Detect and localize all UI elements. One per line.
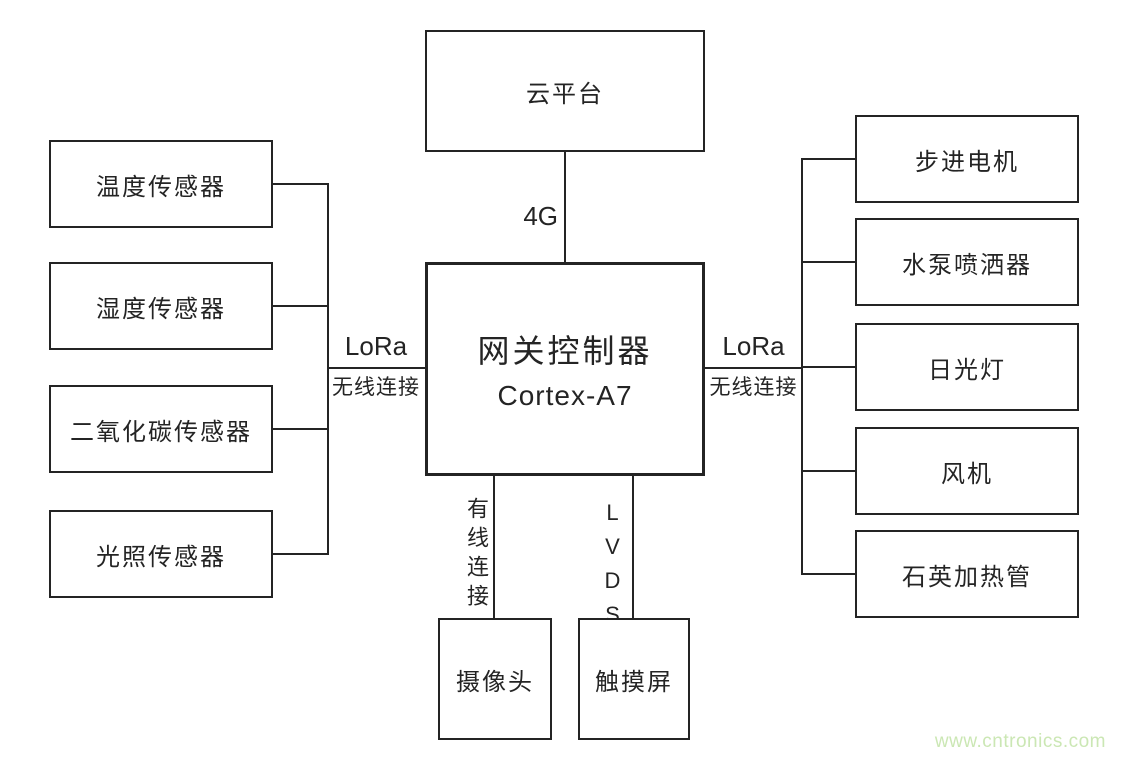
edge-gateway-touchscreen: [632, 476, 634, 618]
node-water-pump-sprayer: 水泵喷洒器: [855, 218, 1079, 306]
node-temperature-sensor: 温度传感器: [49, 140, 273, 228]
edge-lamp-stub: [802, 366, 855, 368]
node-humidity-sensor: 湿度传感器: [49, 262, 273, 350]
node-fluorescent-lamp: 日光灯: [855, 323, 1079, 411]
edge-humidity-stub: [273, 305, 329, 307]
node-touchscreen: 触摸屏: [578, 618, 690, 740]
edge-cloud-gateway-label: 4G: [523, 201, 558, 231]
edge-left-bus: [327, 183, 329, 555]
edge-leftbus-gateway: [327, 367, 425, 369]
node-stepper-motor-label: 步进电机: [915, 148, 1019, 176]
node-camera-label: 摄像头: [456, 668, 534, 696]
node-quartz-heating-tube-label: 石英加热管: [902, 563, 1032, 591]
edge-gateway-rightbus: [705, 367, 802, 369]
node-light-sensor-label: 光照传感器: [96, 543, 226, 571]
edge-light-stub: [273, 553, 329, 555]
edge-right-bus: [801, 158, 803, 575]
node-gateway-controller-text: 网关控制器 Cortex-A7: [477, 326, 652, 412]
left-link-type-label: 无线连接: [332, 376, 420, 399]
edge-co2-stub: [273, 428, 329, 430]
edge-fan-stub: [802, 470, 855, 472]
node-touchscreen-label: 触摸屏: [595, 668, 673, 696]
node-co2-sensor-label: 二氧化碳传感器: [70, 418, 252, 446]
node-camera: 摄像头: [438, 618, 552, 740]
node-water-pump-sprayer-label: 水泵喷洒器: [902, 251, 1032, 279]
node-fan-label: 风机: [941, 460, 993, 488]
node-fluorescent-lamp-label: 日光灯: [928, 356, 1006, 384]
node-light-sensor: 光照传感器: [49, 510, 273, 598]
edge-pump-stub: [802, 261, 855, 263]
node-gateway-controller: 网关控制器 Cortex-A7: [425, 262, 705, 476]
gateway-title: 网关控制器: [477, 333, 653, 369]
node-fan: 风机: [855, 427, 1079, 515]
gateway-subtitle: Cortex-A7: [497, 380, 633, 411]
node-cloud-platform-label: 云平台: [526, 80, 604, 108]
node-co2-sensor: 二氧化碳传感器: [49, 385, 273, 473]
node-humidity-sensor-label: 湿度传感器: [96, 295, 226, 323]
edge-temperature-stub: [273, 183, 329, 185]
edge-cloud-gateway: [564, 152, 566, 262]
right-link-type-label: 无线连接: [709, 376, 798, 399]
camera-link-label: 有线连接: [464, 497, 489, 613]
touchscreen-link-label: LVDS: [600, 500, 625, 636]
edge-gateway-camera: [493, 476, 495, 618]
edge-heater-stub: [802, 573, 855, 575]
edge-stepper-stub: [802, 158, 855, 160]
right-link-protocol-label: LoRa: [722, 331, 785, 361]
watermark-text: www.cntronics.com: [934, 731, 1106, 752]
node-quartz-heating-tube: 石英加热管: [855, 530, 1079, 618]
node-stepper-motor: 步进电机: [855, 115, 1079, 203]
node-temperature-sensor-label: 温度传感器: [96, 173, 226, 201]
left-link-protocol-label: LoRa: [344, 331, 408, 361]
node-cloud-platform: 云平台: [425, 30, 705, 152]
